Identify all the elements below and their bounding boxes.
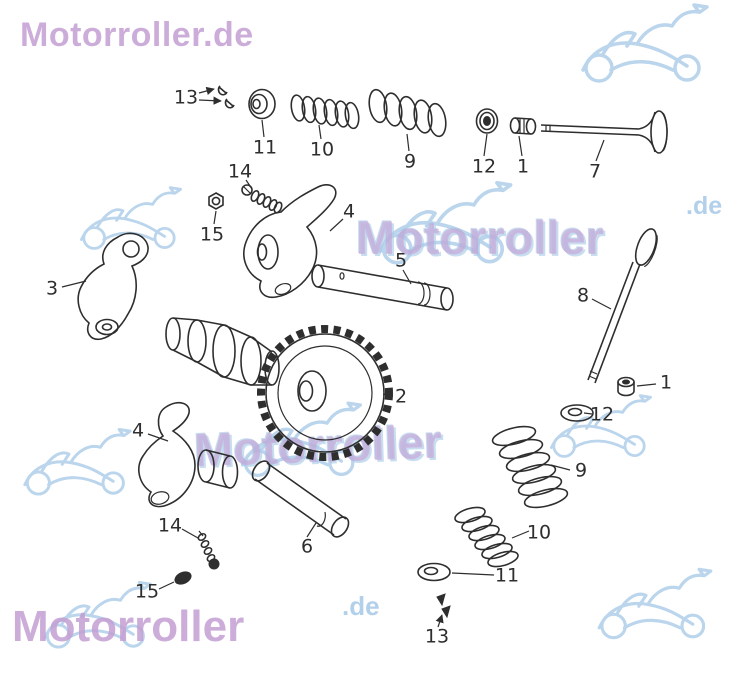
part-3-rocker-arm-left (77, 232, 149, 341)
part-4-rocker-arm-bottom (138, 401, 239, 508)
watermark-text-bottom-left: Motorroller (12, 602, 245, 651)
part-1-bushing-right (617, 376, 635, 397)
part-14-adjuster-screw-bottom (197, 530, 220, 570)
part-9-outer-spring-top (368, 88, 447, 138)
part-4-rocker-arm-top (243, 184, 337, 299)
part-12-seal-washer-top (475, 108, 499, 134)
watermark-text-center-upper: Motorroller (356, 211, 605, 264)
part-9-outer-spring-right (491, 425, 569, 509)
watermark-text-center-upper-de: .de (686, 192, 723, 220)
part-12-seal-washer-right (560, 404, 594, 422)
part-14-adjuster-screw-top (241, 184, 283, 214)
part-10-inner-spring-right (454, 506, 519, 568)
part-15-lock-nut-top (208, 192, 224, 210)
watermark-text-bottom-de: .de (342, 591, 380, 621)
part-10-inner-spring-top (290, 94, 360, 130)
part-11-spring-retainer-bottom (417, 562, 451, 582)
watermark-text-top-left: Motorroller.de (20, 16, 254, 54)
part-13-valve-cotters-bottom (436, 593, 451, 619)
part-15-lock-nut-bottom (174, 571, 192, 585)
leader-lines (61, 86, 657, 628)
part-7-valve-horizontal (540, 110, 668, 154)
part-1-bushing-top (509, 117, 537, 135)
part-13-valve-cotters-top (217, 85, 235, 109)
part-5-rocker-shaft (311, 264, 454, 311)
part-8-valve-diagonal (587, 228, 658, 384)
part-2-camshaft-sprocket (165, 317, 393, 461)
part-6-rocker-shaft-lower (251, 460, 350, 538)
part-11-spring-retainer-top (248, 88, 276, 120)
